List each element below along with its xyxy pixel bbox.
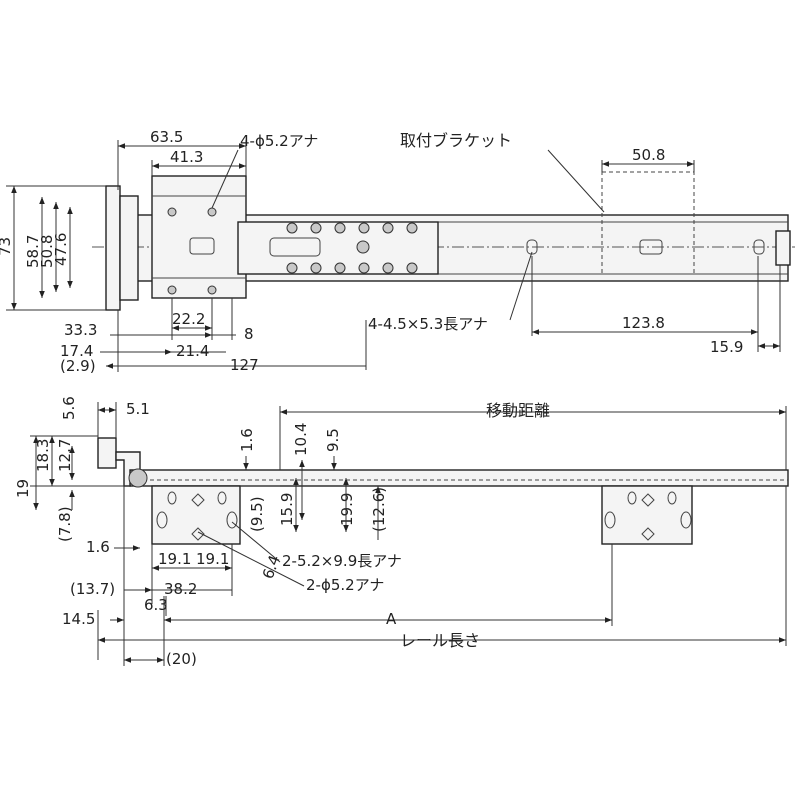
dim-21.4: 21.4	[176, 342, 209, 360]
dim-22.2: 22.2	[172, 310, 205, 328]
travel-label: 移動距離	[486, 401, 550, 420]
rail-length-label: レール長さ	[400, 631, 480, 650]
dim-7.8: (7.8)	[56, 506, 74, 542]
mount-hole	[167, 207, 177, 217]
dim-50.8-side: 50.8	[38, 235, 56, 268]
dim-18.3: 18.3	[34, 439, 52, 472]
rail-slot	[753, 239, 765, 255]
rail-slot	[526, 239, 538, 255]
bracket-label: 取付ブラケット	[400, 131, 512, 150]
dim-9.5p: (9.5)	[248, 496, 266, 532]
dim-A: A	[386, 610, 397, 628]
dim-19: 19	[14, 479, 32, 498]
mount-hole	[207, 207, 217, 217]
dim-12.7: 12.7	[56, 439, 74, 472]
front-bracket-side	[151, 485, 241, 545]
dim-123.8: 123.8	[622, 314, 665, 332]
rail-side	[129, 469, 789, 487]
dim-13.7: (13.7)	[70, 580, 115, 598]
dim-9.5: 9.5	[324, 428, 342, 452]
front-bracket	[119, 195, 139, 301]
dim-47.6: 47.6	[52, 233, 70, 266]
dim-17.4: 17.4	[60, 342, 93, 360]
front-mount-bracket	[151, 175, 247, 299]
slot-note-4: 4-4.5×5.3長アナ	[368, 315, 488, 333]
dim-58.7: 58.7	[24, 235, 42, 268]
dim-20: (20)	[166, 650, 197, 668]
dim-33.3: 33.3	[64, 321, 97, 339]
dim-63.5: 63.5	[150, 128, 183, 146]
hole-note-2: 2-ϕ5.2アナ	[306, 576, 384, 594]
dim-14.5: 14.5	[62, 610, 95, 628]
dim-8: 8	[244, 325, 254, 343]
dim-6.4: 6.4	[259, 553, 284, 582]
mount-hole	[167, 285, 177, 295]
dim-5.1: 5.1	[126, 400, 150, 418]
dim-15.9-top: 15.9	[710, 338, 743, 356]
end-stop	[775, 230, 791, 266]
dim-12.6p: (12.6)	[370, 487, 388, 532]
dim-19.1-b: 19.1	[196, 550, 229, 568]
dim-19.1-a: 19.1	[158, 550, 191, 568]
slot-note-2: 2-5.2×9.9長アナ	[282, 552, 402, 570]
dim-41.3: 41.3	[170, 148, 203, 166]
dim-10.4: 10.4	[292, 423, 310, 456]
rear-bracket-hidden	[601, 171, 695, 275]
dim-38.2: 38.2	[164, 580, 197, 598]
dim-6.3: 6.3	[144, 596, 168, 614]
dim-15.9-side: 15.9	[278, 493, 296, 526]
roller	[128, 468, 148, 488]
mount-hole	[207, 285, 217, 295]
front-plate	[105, 185, 121, 311]
dim-1.6-top: 1.6	[238, 428, 256, 452]
dim-73: 73	[0, 237, 14, 256]
dim-2.9: (2.9)	[60, 357, 96, 375]
hole-note-4: 4-ϕ5.2アナ	[240, 132, 318, 150]
dim-127: 127	[230, 356, 259, 374]
dim-5.6: 5.6	[60, 396, 78, 420]
front-hook	[97, 437, 117, 469]
side-view: 5.6 5.1 移動距離 1.6 10.4 9.5 19 18.3 12.7 (…	[14, 396, 789, 668]
dim-50.8-top: 50.8	[632, 146, 665, 164]
top-view: 63.5 41.3 4-ϕ5.2アナ 取付ブラケット 50.8 73 58.7 …	[0, 128, 795, 375]
dim-19.9: 19.9	[338, 493, 356, 526]
dim-1.6-bot: 1.6	[86, 538, 110, 556]
